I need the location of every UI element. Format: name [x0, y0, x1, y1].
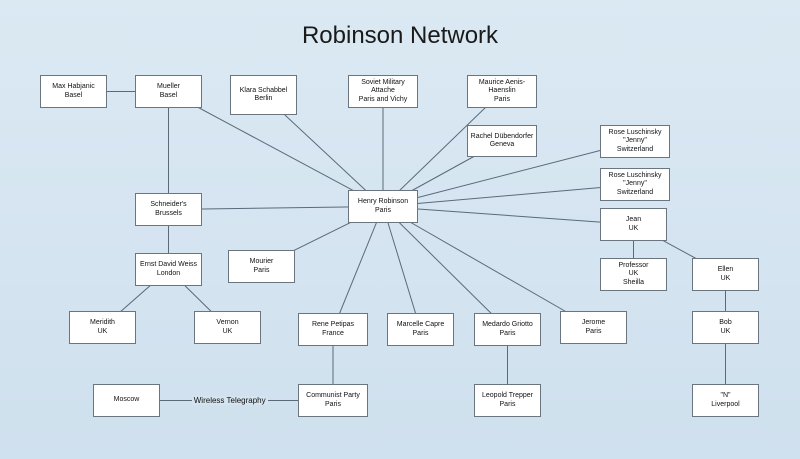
node-text: Jerome [581, 319, 606, 326]
node-text: Schneider's [150, 201, 187, 208]
node-text: Vernon [216, 319, 239, 326]
node-text: Medardo Griotto [482, 321, 533, 328]
node-text: Meridith [90, 319, 115, 326]
node-text: UK [628, 270, 639, 278]
node-moscow: Moscow [93, 384, 160, 417]
node-rose1: Rose Luschinsky"Jenny"Switzerland [600, 125, 670, 158]
node-text: Communist Party [306, 392, 360, 399]
edge-jean-robinson [382, 206, 634, 225]
node-text: Paris [499, 400, 516, 408]
node-text: Marcelle Capre [396, 321, 445, 328]
node-text: Paris [499, 329, 516, 337]
node-n: "N"Liverpool [692, 384, 759, 417]
node-text: Ellen [717, 266, 734, 273]
node-text: Professor [618, 261, 649, 269]
edge-aenis-robinson [382, 91, 503, 207]
node-text: Henry Robinson [357, 198, 409, 205]
node-text: UK [222, 327, 233, 335]
node-text: Geneva [489, 141, 515, 148]
node-text: Max Habjanic [52, 83, 95, 90]
edge-jerome-robinson [382, 206, 594, 328]
edge-rose2-robinson [382, 184, 636, 207]
node-text: Paris [375, 206, 391, 214]
edge-griotto-robinson [382, 206, 508, 330]
node-text: Rose Luschinsky [608, 171, 662, 179]
node-text: France [322, 329, 344, 337]
node-text: Sheilla [622, 278, 644, 286]
diagram-title: Robinson Network [301, 22, 499, 49]
node-text: Switzerland [616, 145, 654, 153]
node-text: Soviet Military Attache [361, 78, 405, 95]
node-text: Berlin [254, 95, 273, 102]
node-text: UK [628, 224, 639, 232]
node-text: "Jenny" [623, 137, 647, 145]
node-text: Maurice Aenis-Haenslin [478, 78, 526, 95]
node-text: Switzerland [616, 188, 654, 196]
node-text: Paris [253, 266, 270, 274]
node-text: "N" [720, 392, 731, 399]
node-text: Paris and Vichy [358, 95, 408, 103]
node-text: Bob [719, 319, 732, 326]
node-text: Leopold Trepper [482, 392, 533, 399]
node-text: London [156, 269, 181, 277]
edge-rose1-robinson [382, 141, 636, 207]
edge-capre-robinson [382, 206, 421, 330]
node-text: Paris [412, 329, 429, 337]
node-text: Rachel Dübendorfer [470, 132, 534, 140]
edge-schneider-robinson [168, 206, 384, 210]
edge-mueller-robinson [168, 91, 384, 207]
node-text: Klara Schabbel [239, 86, 288, 94]
node-text: Brussels [155, 209, 182, 217]
node-text: Basel [64, 91, 83, 99]
node-text: Moscow [113, 396, 140, 404]
node-text: Mourier [249, 258, 274, 265]
node-text: UK [97, 327, 108, 335]
node-text: Basel [159, 91, 178, 99]
node-text: Paris [325, 400, 341, 408]
node-text: Paris [494, 95, 510, 103]
node-text: Liverpool [711, 400, 740, 408]
edge-label: Wireless Telegraphy [191, 396, 268, 405]
node-text: "Jenny" [623, 180, 647, 188]
node-text: Jean [625, 216, 642, 223]
node-text: UK [720, 274, 731, 282]
node-text: Rose Luschinsky [608, 128, 662, 136]
node-text: Rene Petipas [311, 321, 355, 328]
node-text: Ernst David Weiss [139, 261, 198, 268]
node-text: Paris [585, 327, 602, 335]
node-rose2: Rose Luschinsky"Jenny"Switzerland [600, 168, 670, 201]
node-text: UK [720, 327, 731, 335]
node-text: Mueller [157, 83, 180, 90]
edge-petipas-robinson [332, 206, 384, 330]
